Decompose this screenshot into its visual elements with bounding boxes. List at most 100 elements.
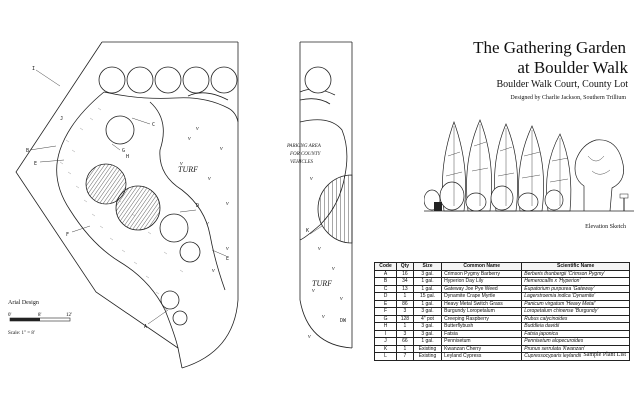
cell-scientific-name: Cupressocyparis leylandii <box>521 352 630 361</box>
cell-qty: 1 <box>396 322 414 331</box>
cell-code: J <box>373 337 398 346</box>
svg-text:0': 0' <box>8 313 12 318</box>
cell-size: 1 gal. <box>412 284 443 293</box>
cell-scientific-name: Rubus calycinoides <box>521 314 630 323</box>
cell-code: K <box>373 344 398 353</box>
svg-text:v: v <box>208 176 211 182</box>
cell-scientific-name: Eupatorium purpurea 'Gateway' <box>521 284 630 293</box>
title-line-1: The Gathering Garden <box>473 38 626 57</box>
svg-text:H: H <box>126 154 129 160</box>
cell-common-name: Gateway Joe Pye Weed <box>441 284 523 293</box>
svg-text:I: I <box>32 66 35 72</box>
svg-text:PARKING AREA: PARKING AREA <box>286 144 322 149</box>
svg-text:8': 8' <box>38 313 42 318</box>
west-planting-bed <box>56 91 179 349</box>
elevation-sketch <box>424 119 634 212</box>
cell-code: I <box>373 329 398 338</box>
cell-qty: 13 <box>396 284 414 293</box>
cell-size: 3 gal. <box>412 269 443 278</box>
cell-size: Existing <box>412 352 443 361</box>
svg-text:v: v <box>206 221 209 227</box>
cell-scientific-name: Panicum virgatum 'Heavy Metal' <box>521 299 630 308</box>
cell-size: 15 gal. <box>412 292 443 301</box>
svg-text:v: v <box>308 334 311 340</box>
parking-area-outline <box>299 119 348 241</box>
cell-scientific-name: Pennisetum alopecuroides <box>521 337 630 346</box>
cell-common-name: Burgundy Loropetalum <box>441 307 523 316</box>
cell-common-name: Heavy Metal Switch Grass <box>441 299 523 308</box>
kwanzan-cherry <box>317 174 353 244</box>
cell-qty: 16 <box>396 269 414 278</box>
cell-size: 1 gal. <box>412 277 443 286</box>
cell-code: H <box>373 322 398 331</box>
svg-text:12': 12' <box>66 313 72 318</box>
header-size: Size <box>412 262 443 271</box>
svg-text:K: K <box>306 228 309 234</box>
cell-scientific-name: Fatsia japonica <box>521 329 630 338</box>
cell-code: F <box>373 307 398 316</box>
svg-text:v: v <box>322 314 325 320</box>
svg-text:v: v <box>220 146 223 152</box>
plant-code-markers: I B E C G D E A F K J H DW <box>26 66 347 330</box>
cell-code: C <box>373 284 398 293</box>
cell-size: 1 gal. <box>412 337 443 346</box>
scale-label: Scale: 1" = 8' <box>8 331 35 336</box>
table-header-row: Code Qty Size Common Name Scientific Nam… <box>373 262 630 271</box>
turf-label-east: TURF <box>312 279 332 288</box>
svg-text:v: v <box>226 201 229 207</box>
cell-size: 3 gal. <box>412 307 443 316</box>
cell-qty: 128 <box>396 314 414 323</box>
header-qty: Qty <box>396 262 414 271</box>
svg-text:v: v <box>332 266 335 272</box>
cell-size: 1 gal. <box>412 299 443 308</box>
cell-common-name: Hyperion Day Lily <box>441 277 523 286</box>
cell-common-name: Kwanzan Cherry <box>441 344 523 353</box>
cell-qty: 34 <box>396 277 414 286</box>
svg-text:C: C <box>152 122 155 128</box>
cell-size: 4" pot <box>412 314 443 323</box>
svg-text:v: v <box>196 126 199 132</box>
svg-text:v: v <box>310 176 313 182</box>
cell-code: D <box>373 292 398 301</box>
cell-common-name: Leyland Cypress <box>441 352 523 361</box>
header-scientific-name: Scientific Name <box>521 262 630 271</box>
elevation-caption: Elevation Sketch <box>585 224 626 230</box>
svg-text:E: E <box>34 161 37 167</box>
designer-credit: Designed by Charlie Jackson, Southern Tr… <box>510 95 626 101</box>
cell-scientific-name: Loropetalum chinense 'Burgundy' <box>521 307 630 316</box>
svg-text:J: J <box>60 116 63 122</box>
svg-text:v: v <box>212 268 215 274</box>
cell-qty: 7 <box>396 352 414 361</box>
cell-code: G <box>373 314 398 323</box>
cell-code: B <box>373 277 398 286</box>
cell-qty: 1 <box>396 344 414 353</box>
svg-text:B: B <box>26 148 29 154</box>
header-common-name: Common Name <box>441 262 523 271</box>
cell-common-name: Fatsia <box>441 329 523 338</box>
svg-text:E: E <box>226 256 229 262</box>
cell-common-name: Dynamite Crape Myrtle <box>441 292 523 301</box>
cell-code: E <box>373 299 398 308</box>
crape-myrtle-and-shrubs <box>85 115 201 326</box>
cell-size: 3 gal. <box>412 322 443 331</box>
cell-scientific-name: Lagerstroemia indica 'Dynamite' <box>521 292 630 301</box>
cell-qty: 1 <box>396 292 414 301</box>
svg-text:VEHICLES: VEHICLES <box>290 160 314 165</box>
cell-qty: 86 <box>396 299 414 308</box>
cell-code: L <box>373 352 398 361</box>
cell-common-name: Crimson Pygmy Barberry <box>441 269 523 278</box>
header-code: Code <box>373 262 398 271</box>
svg-text:v: v <box>180 161 183 167</box>
svg-text:v: v <box>188 136 191 142</box>
plant-list-table: Code Qty Size Common Name Scientific Nam… <box>373 262 630 361</box>
leyland-cypress-row <box>98 66 332 94</box>
plant-list-caption: Sample Plant List <box>583 352 626 358</box>
